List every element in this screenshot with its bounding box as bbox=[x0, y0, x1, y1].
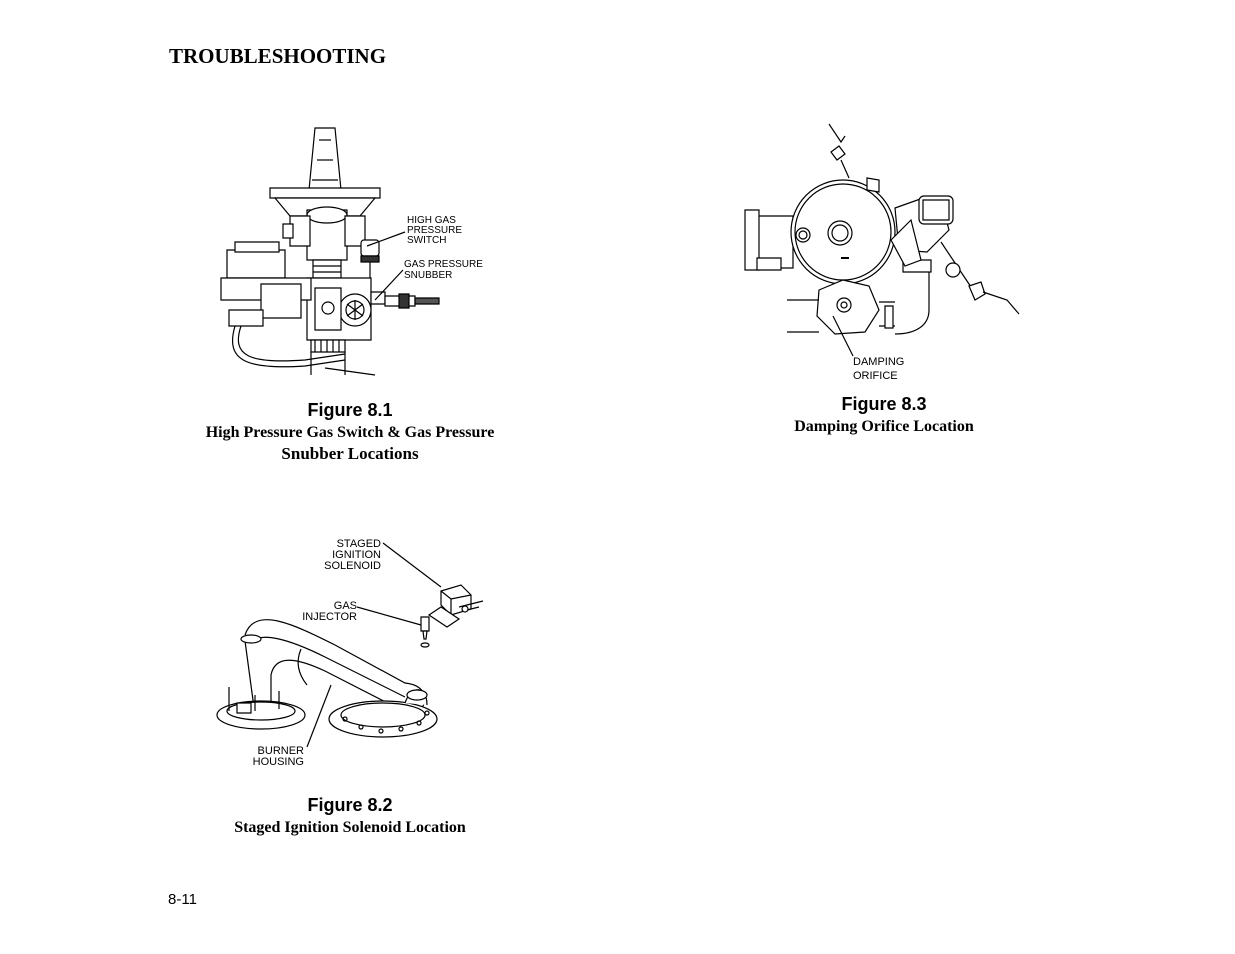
label-burner-housing: BURNER HOUSING bbox=[252, 745, 304, 768]
figure-8-1-title: Figure 8.1 bbox=[307, 400, 393, 420]
figure-8-1-caption-line2: Snubber Locations bbox=[281, 444, 419, 463]
label-gas-pressure-snubber: GAS PRESSURE SNUBBER bbox=[404, 259, 483, 281]
page-heading: TROUBLESHOOTING bbox=[169, 44, 387, 68]
figure-8-2-drawing bbox=[215, 535, 495, 765]
figure-8-2-title: Figure 8.2 bbox=[307, 795, 393, 815]
figure-8-1-caption-line1: High Pressure Gas Switch & Gas Pressure bbox=[205, 424, 495, 441]
figure-8-1-drawing bbox=[215, 120, 515, 380]
page-number: 8-11 bbox=[168, 891, 197, 908]
figure-8-3-title: Figure 8.3 bbox=[841, 394, 927, 414]
figure-8-2-caption: Staged Ignition Solenoid Location bbox=[234, 819, 466, 836]
figure-8-3-drawing bbox=[745, 120, 1035, 360]
label-gas-injector: GAS INJECTOR bbox=[302, 600, 357, 623]
label-staged-ignition-solenoid: STAGED IGNITION SOLENOID bbox=[324, 538, 381, 572]
label-damping-orifice: DAMPING ORIFICE bbox=[853, 356, 905, 382]
label-high-gas-pressure-switch: HIGH GAS PRESSURE SWITCH bbox=[407, 215, 463, 246]
figure-8-3-caption: Damping Orifice Location bbox=[794, 418, 974, 435]
